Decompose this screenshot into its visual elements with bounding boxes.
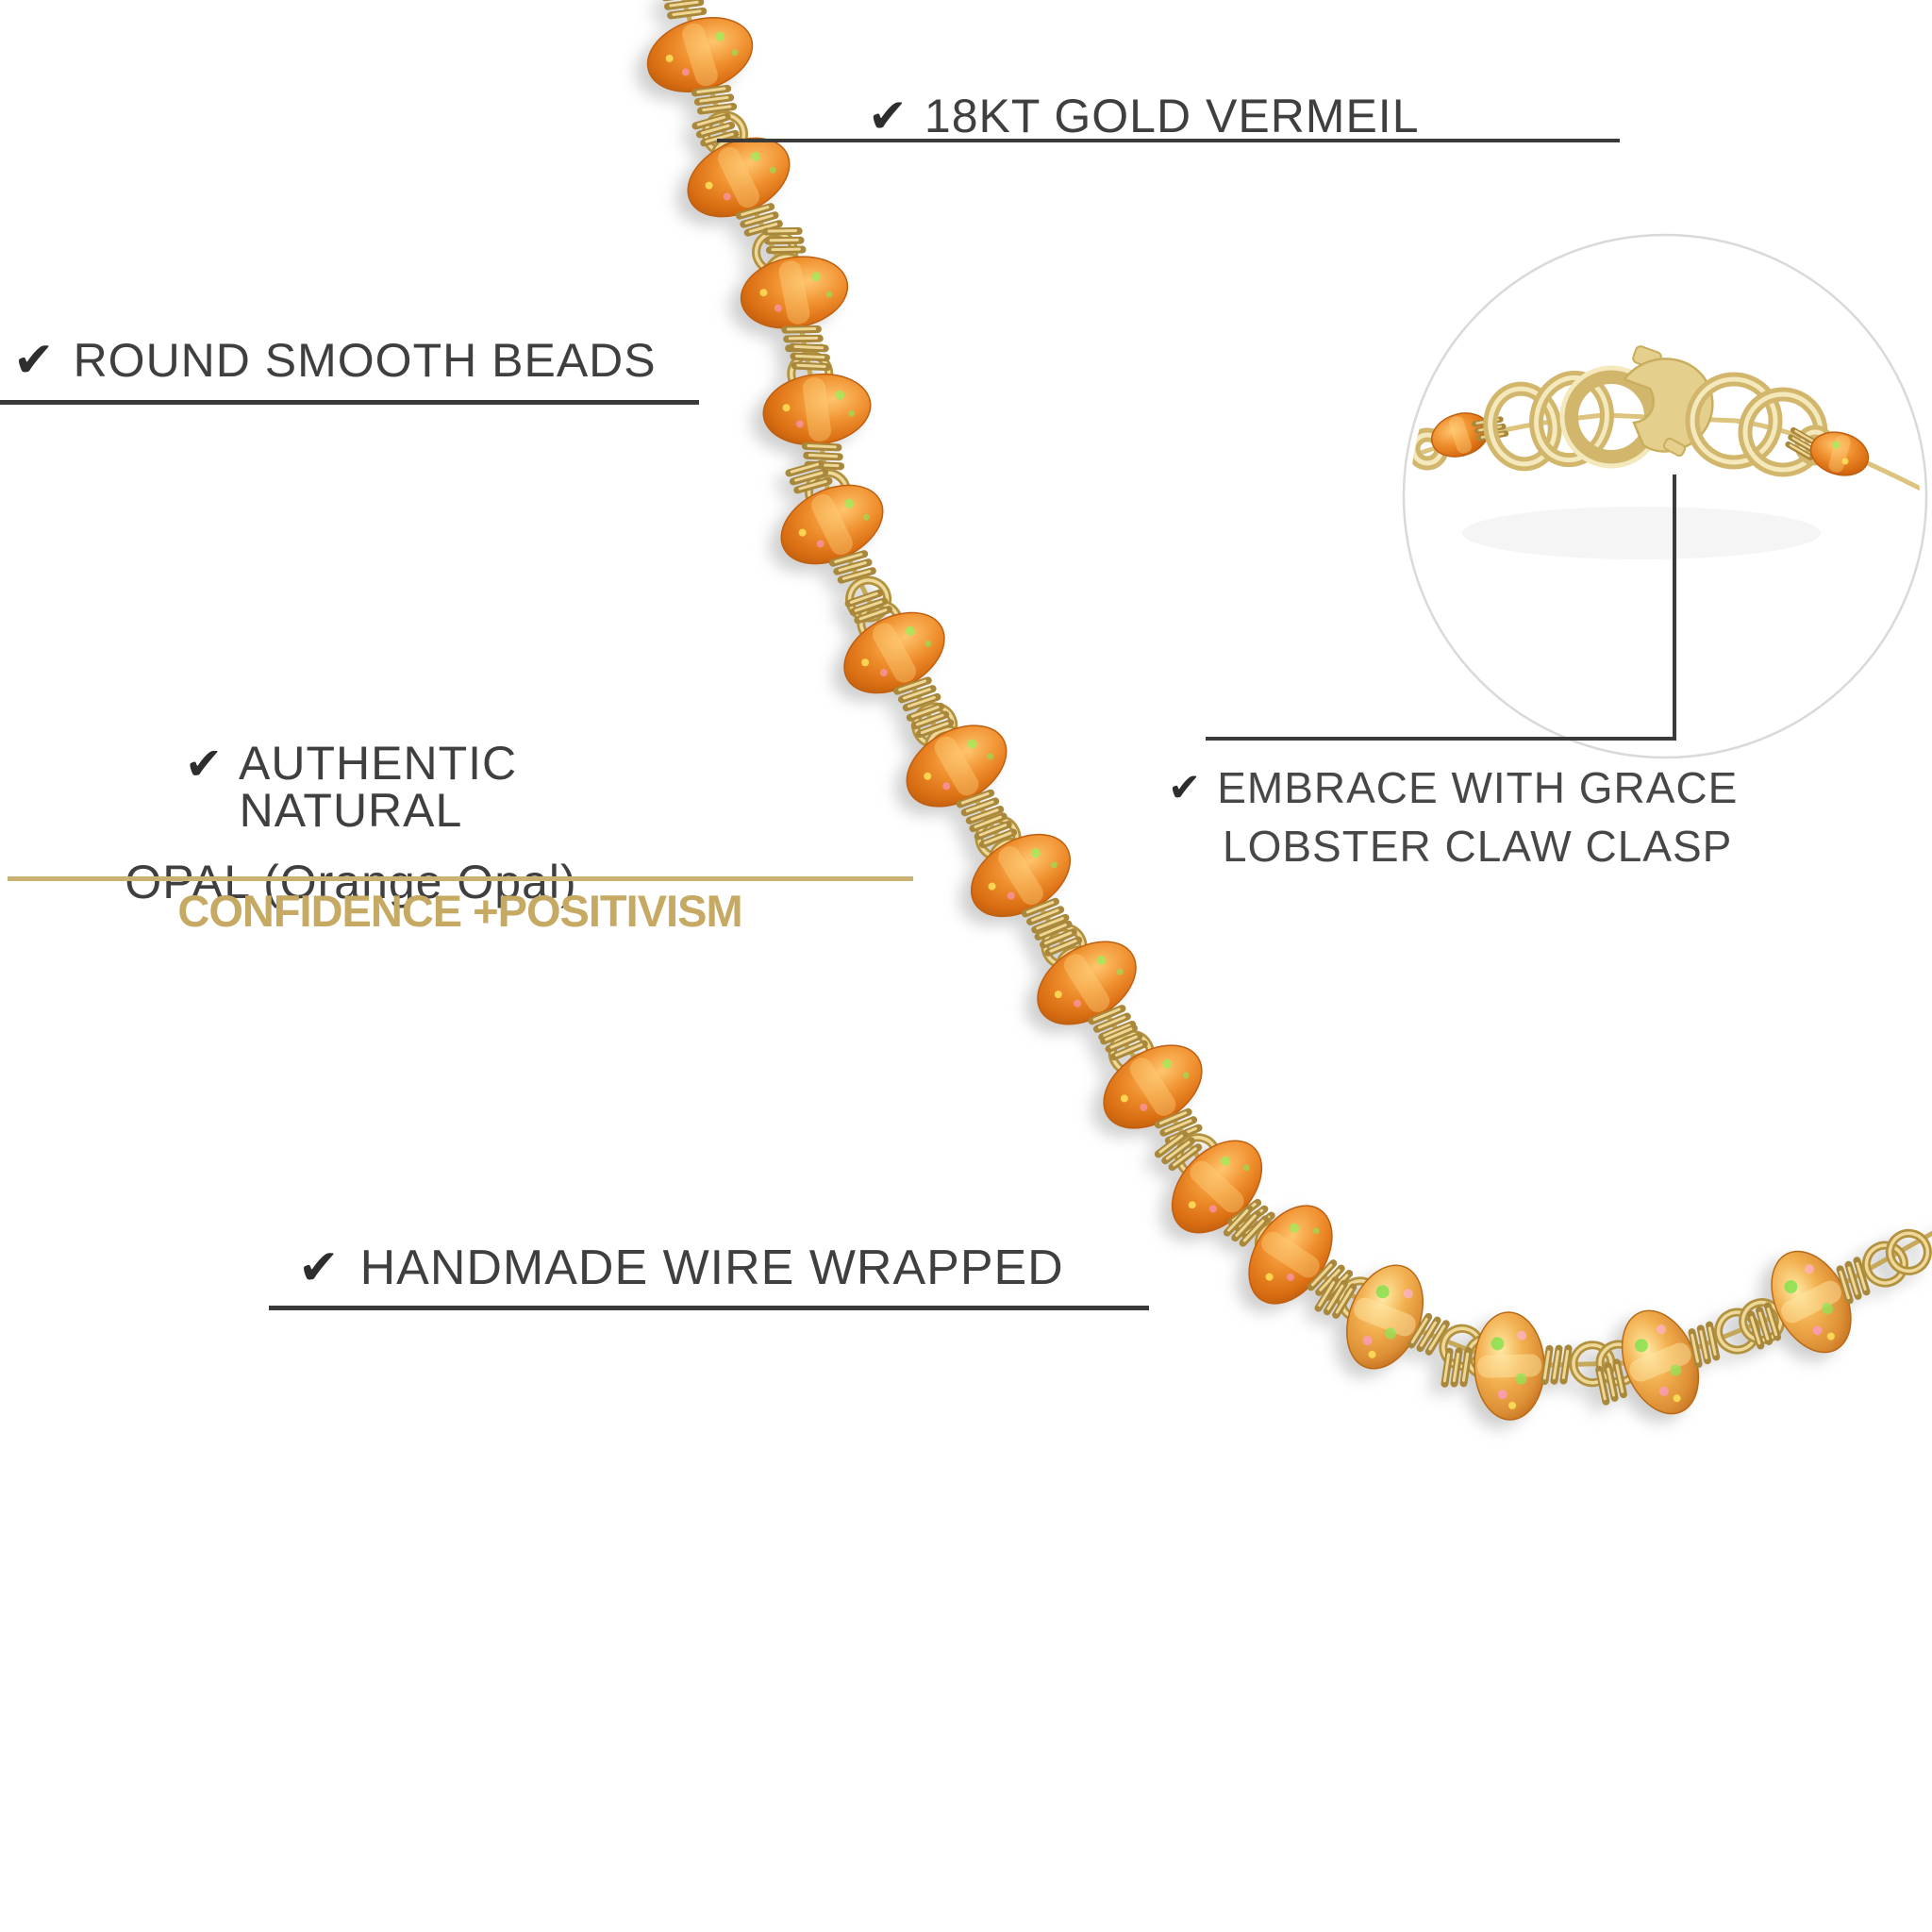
inset-circle-border [1402, 233, 1928, 759]
checkmark-icon: ✔ [868, 89, 908, 143]
label-text: EMBRACE WITH GRACE [1217, 763, 1739, 812]
checkmark-icon: ✔ [13, 332, 55, 389]
clasp-closeup [1410, 345, 1920, 559]
label-gold-vermeil: ✔ 18KT GOLD VERMEIL [868, 92, 1420, 140]
gold-divider-line [8, 876, 913, 881]
underline-round-smooth-beads [0, 400, 699, 405]
necklace-chain [629, 0, 1932, 1437]
label-text: HANDMADE WIRE WRAPPED [359, 1241, 1064, 1295]
label-line: ✔ EMBRACE WITH GRACE [1168, 766, 1738, 809]
label-lobster-clasp: ✔ EMBRACE WITH GRACE LOBSTER CLAW CLASP [1168, 766, 1738, 868]
label-text: AUTHENTIC NATURAL [239, 737, 518, 837]
label-line: ✔ AUTHENTIC NATURAL [77, 740, 625, 834]
checkmark-icon: ✔ [1168, 764, 1203, 810]
label-round-smooth-beads: ✔ ROUND SMOOTH BEADS [13, 336, 657, 385]
clasp-closeup-inset [1402, 233, 1928, 759]
checkmark-icon: ✔ [184, 738, 225, 791]
underline-gold-vermeil [717, 139, 1620, 142]
label-text: 18KT GOLD VERMEIL [924, 90, 1420, 142]
underline-handmade [269, 1306, 1149, 1310]
label-tagline: CONFIDENCE +POSITIVISM [177, 886, 742, 936]
label-text: LOBSTER CLAW CLASP [1223, 822, 1733, 871]
label-text: ROUND SMOOTH BEADS [73, 334, 657, 387]
label-authentic-opal: ✔ AUTHENTIC NATURAL OPAL (Orange Opal) [77, 740, 625, 906]
connector-line-horizontal [1206, 737, 1676, 741]
connector-line-vertical [1673, 475, 1676, 741]
checkmark-icon: ✔ [298, 1240, 340, 1296]
label-text: OPAL (Orange Opal) [125, 856, 577, 908]
label-handmade-wire-wrapped: ✔ HANDMADE WIRE WRAPPED [298, 1243, 1064, 1292]
